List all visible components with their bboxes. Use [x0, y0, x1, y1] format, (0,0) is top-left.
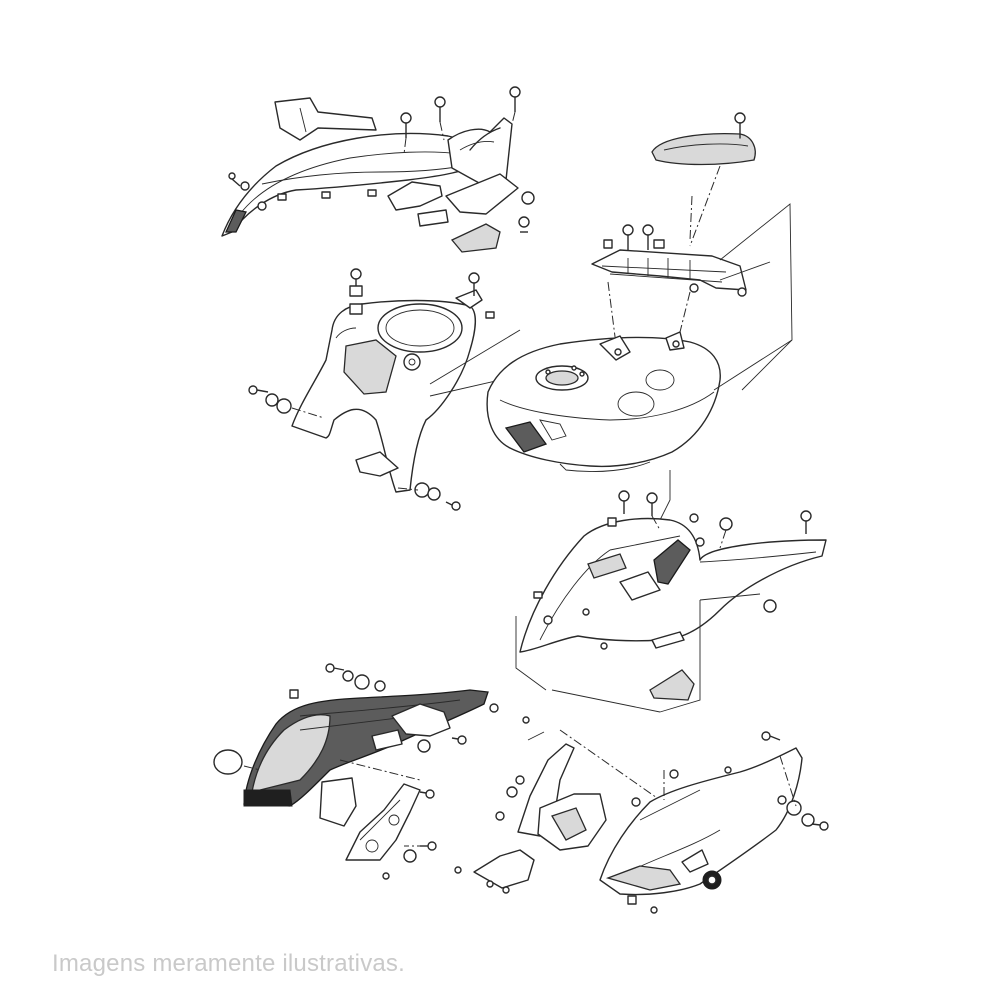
air-duct-panel [213, 663, 499, 807]
fuel-tank-cover [248, 268, 521, 511]
meter-visor [651, 112, 756, 166]
disclaimer-caption: Imagens meramente ilustrativas. [52, 950, 406, 977]
side-cowl [519, 490, 827, 701]
under-cowl [599, 731, 829, 914]
fuel-tank [486, 331, 721, 472]
front-upper-cowl [221, 86, 535, 253]
inner-panel [319, 716, 661, 894]
meter-bracket [591, 224, 747, 297]
